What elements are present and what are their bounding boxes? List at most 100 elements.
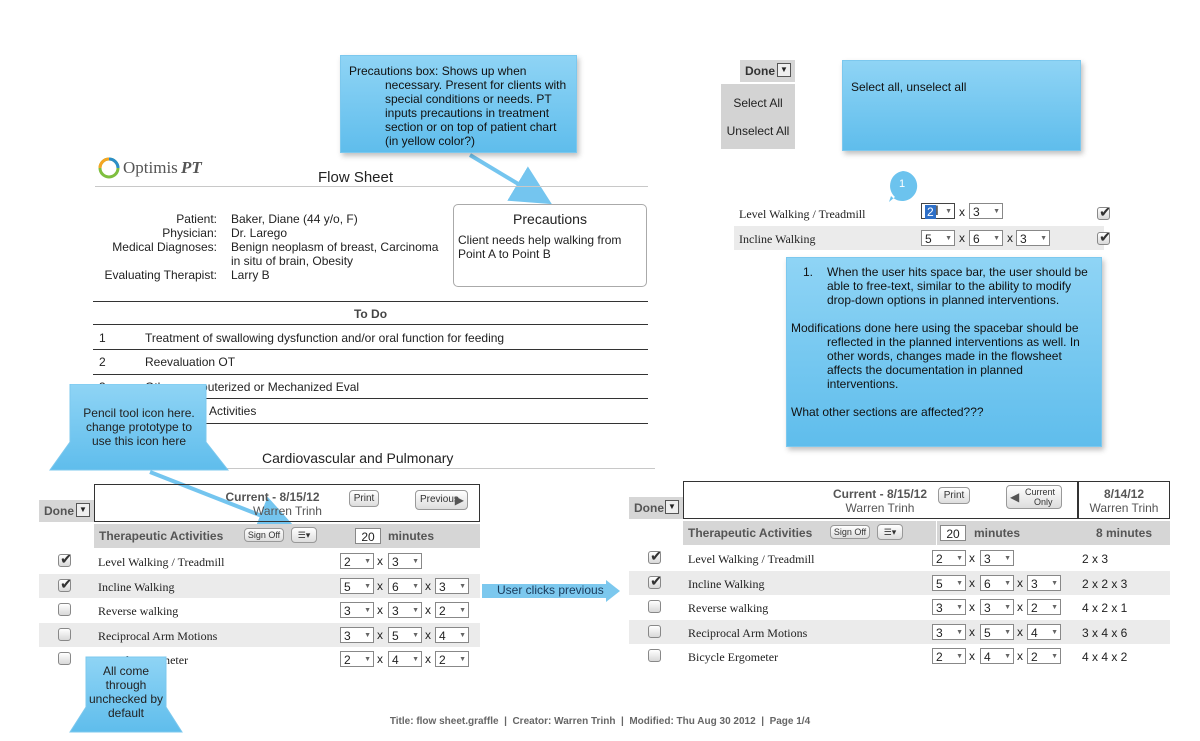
done-checkbox[interactable]: ✔ [58,576,73,593]
minutes-input[interactable]: 20 [940,525,966,541]
done-checkbox[interactable]: ✔ [648,573,663,590]
pencil-menu-button[interactable]: ☰▾ [877,524,903,540]
zoom-row[interactable]: Level Walking / Treadmill 2 I ▼ x 3▼ ✔ [734,201,1112,225]
reps-input[interactable]: 5▼ [980,623,1014,640]
done-checkbox[interactable] [58,603,71,616]
print-button[interactable]: Print [349,490,379,507]
reps-input[interactable]: 6▼ [980,574,1014,591]
current-only-button[interactable]: ◀ Current Only [1006,485,1062,509]
weight-input[interactable]: 3▼ [1016,230,1050,246]
done-dropdown-icon[interactable]: ▼ [777,63,791,77]
weight-value: 2 [439,653,446,667]
done-checkbox[interactable]: ✔ [1097,229,1112,246]
done-dropdown-icon[interactable]: ▼ [76,503,90,517]
done-checkbox[interactable] [648,600,661,613]
weight-input[interactable]: 3▼ [435,577,469,594]
sign-off-button[interactable]: Sign Off [244,528,284,542]
weight-input[interactable]: 2▼ [1027,648,1061,664]
sets-input[interactable]: 2 I ▼ [921,202,955,219]
pencil-menu-button[interactable]: ☰▾ [291,527,317,543]
reps-input[interactable]: 3▼ [388,602,422,618]
done-label: Done [745,64,775,78]
reps-input[interactable]: 6▼ [388,577,422,594]
sets-input[interactable]: 2▼ [932,550,966,566]
activity-name: Reverse walking [688,601,769,615]
done-header[interactable]: Done ▼ [629,497,683,519]
note-line: special conditions or needs. PT [385,92,552,106]
previous-therapist: Warren Trinh [1089,501,1159,515]
done-checkbox[interactable] [58,627,71,641]
done-checkbox[interactable] [648,624,661,638]
reps-input[interactable]: 6▼ [969,230,1003,246]
reps-input[interactable]: 3▼ [969,203,1003,219]
therapist-name: Warren Trinh [253,504,322,518]
sets-input[interactable]: 3▼ [932,623,966,640]
times-sign: x [969,600,975,614]
sets-input[interactable]: 5▼ [340,577,374,594]
reps-input[interactable]: 5▼ [388,626,422,643]
weight-value: 3 [439,579,446,594]
field-value: in situ of brain, Obesity [231,254,354,268]
reps-input[interactable]: 3▼ [980,599,1014,615]
todo-item[interactable]: Activities [93,398,648,423]
select-all-option[interactable]: Select All [733,96,783,110]
done-checkbox[interactable] [58,652,71,665]
done-dropdown-icon[interactable]: ▼ [665,500,679,514]
reps-input[interactable]: 3▼ [980,550,1014,566]
weight-input[interactable]: 2▼ [1027,599,1061,615]
done-checkbox[interactable]: ✔ [1097,204,1112,221]
times-sign: x [1017,600,1023,614]
reps-input[interactable]: 4▼ [388,651,422,667]
sets-input[interactable]: 2▼ [340,553,374,569]
weight-input[interactable]: 2▼ [435,651,469,667]
todo-item[interactable]: 2 Reevaluation OT [93,349,648,374]
done-checkbox[interactable] [648,649,661,662]
sets-input[interactable]: 3▼ [340,626,374,643]
weight-input[interactable]: 4▼ [435,626,469,643]
reps-input[interactable]: 3▼ [388,553,422,569]
chevron-down-icon: ▼ [459,582,466,590]
sets-input[interactable]: 2▼ [932,648,966,664]
logo-text: Optimis [123,158,178,177]
sign-off-button[interactable]: Sign Off [830,525,870,539]
done-header[interactable]: Done ▼ [39,500,94,522]
zoom-row[interactable]: Incline Walking 5▼ x 6▼ x 3▼ ✔ [734,226,1112,250]
weight-input[interactable]: 3▼ [1027,574,1061,591]
note-line: section or on top of patient chart [385,120,557,134]
activity-name: Reciprocal Arm Motions [98,628,218,643]
sets-input[interactable]: 3▼ [932,599,966,615]
sets-input[interactable]: 2▼ [340,651,374,667]
todo-number: 2 [99,355,106,369]
sets-input[interactable]: 5▼ [921,230,955,246]
current-only-line2: Only [1034,497,1053,507]
weight-input[interactable]: 2▼ [435,602,469,618]
chevron-down-icon: ▼ [412,558,419,565]
weight-value: 3 [1031,576,1038,591]
note-text: All come through unchecked by default [88,664,164,720]
done-checkbox[interactable]: ✔ [648,548,663,565]
weight-input[interactable]: 4▼ [1027,623,1061,640]
print-button[interactable]: Print [938,487,970,504]
previous-button[interactable]: Previous ▶ [415,490,468,510]
sets-input[interactable]: 3▼ [340,602,374,618]
todo-item[interactable]: 1 Treatment of swallowing dysfunction an… [93,324,648,349]
done-menu-header[interactable]: Done ▼ [740,60,795,82]
minutes-input[interactable]: 20 [355,528,381,544]
chevron-down-icon: ▼ [1051,604,1058,611]
field-value: Baker, Diane (44 y/o, F) [231,212,358,226]
user-clicks-previous-arrow: User clicks previous [482,580,622,602]
reps-input[interactable]: 4▼ [980,648,1014,664]
done-checkbox[interactable]: ✔ [58,551,73,568]
unselect-all-option[interactable]: Unselect All [726,124,790,138]
note-question: What other sections are affected??? [791,405,984,419]
sets-input[interactable]: 5▼ [932,574,966,591]
